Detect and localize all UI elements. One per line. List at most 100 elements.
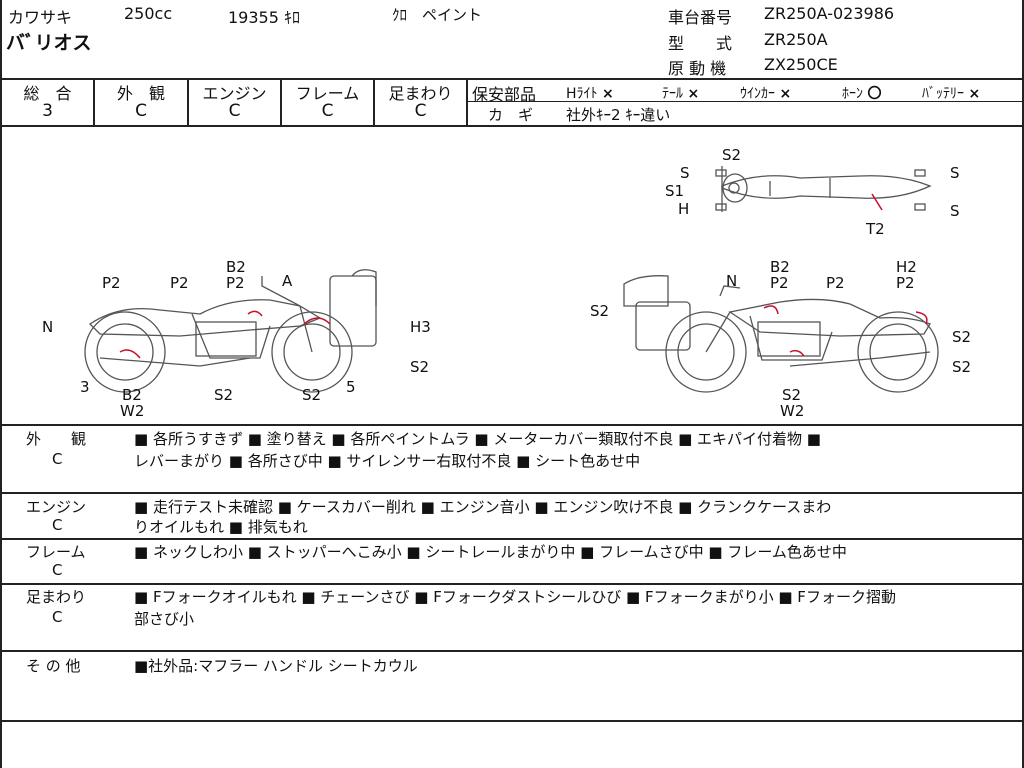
remark-grade-exterior: C xyxy=(52,450,63,468)
remark-line: ■ 各所うすきず ■ 塗り替え ■ 各所ペイントムラ ■ メーターカバー類取付不… xyxy=(134,430,821,448)
remark-label-exterior: 外 観 xyxy=(26,430,87,448)
type-label: 型 式 xyxy=(668,34,733,53)
tail-mark: × xyxy=(687,86,700,102)
suspension-grade-label: 足まわり xyxy=(388,84,453,103)
frame-grade-label: フレーム xyxy=(295,84,360,103)
engine-model-label: 原 動 機 xyxy=(668,59,727,78)
diagram-labels: S2 S S1 H S S T2 B2 P2 A P2 P2 N H3 S2 3… xyxy=(42,146,971,420)
diagram-label: P2 xyxy=(770,274,789,292)
key-value: 社外ｷｰ2 ｷｰ違い xyxy=(566,106,671,124)
diagram-label: H3 xyxy=(410,318,431,336)
battery-label: ﾊﾞｯﾃﾘｰ xyxy=(922,86,964,102)
exterior-label: 外 観 xyxy=(116,84,165,103)
divider xyxy=(1022,0,1024,768)
diagram-label: S xyxy=(680,164,690,182)
headlight-mark: × xyxy=(601,86,614,102)
remark-grade-engine: C xyxy=(52,516,63,534)
diagram-label: S xyxy=(950,164,960,182)
divider xyxy=(468,101,1024,102)
divider xyxy=(0,0,2,768)
remark-line: レバーまがり ■ 各所さび中 ■ サイレンサー右取付不良 ■ シート色あせ中 xyxy=(134,452,641,470)
horn-label: ﾎｰﾝ xyxy=(842,86,863,102)
right-side-bike-icon xyxy=(623,275,939,393)
color: ｸﾛ ペイント xyxy=(392,6,483,24)
diagram-label: W2 xyxy=(120,402,144,420)
diagram-label: A xyxy=(282,272,293,290)
overall-value: 3 xyxy=(42,101,53,121)
diagram-label: H2 xyxy=(896,258,917,276)
diagram-label: S2 xyxy=(952,328,971,346)
diagram-label: S2 xyxy=(302,386,321,404)
diagram-label: S2 xyxy=(782,386,801,404)
divider xyxy=(187,78,189,126)
diagram-label: P2 xyxy=(826,274,845,292)
divider xyxy=(0,492,1024,494)
safety-label: 保安部品 xyxy=(472,85,537,104)
mileage: 19355 ｷﾛ xyxy=(228,8,300,27)
winker-mark: × xyxy=(779,86,792,102)
type-value: ZR250A xyxy=(764,30,828,49)
maker: カワサキ xyxy=(8,8,73,27)
divider xyxy=(0,78,1024,80)
remark-label-suspension: 足まわり xyxy=(26,588,87,606)
divider xyxy=(466,78,468,126)
divider xyxy=(0,538,1024,540)
remark-grade-frame: C xyxy=(52,561,63,579)
diagram-label: P2 xyxy=(170,274,189,292)
battery-mark: × xyxy=(968,86,981,102)
damage-marks xyxy=(119,193,928,359)
remark-line: ■ 走行テスト未確認 ■ ケースカバー削れ ■ エンジン音小 ■ エンジン吹け不… xyxy=(134,498,832,516)
remark-line: ■ ネックしわ小 ■ ストッパーへこみ小 ■ シートレールまがり中 ■ フレーム… xyxy=(134,543,847,561)
remark-label-other: そ の 他 xyxy=(26,657,81,675)
model-name: バﾞリオス xyxy=(6,32,92,54)
diagram-label: S2 xyxy=(952,358,971,376)
frame-no: ZR250A-023986 xyxy=(764,4,895,23)
horn-mark: 〇 xyxy=(867,86,882,102)
divider xyxy=(0,583,1024,585)
frame-grade-value: C xyxy=(321,101,334,121)
damage-diagram: S2 S S1 H S S T2 B2 P2 A P2 P2 N H3 S2 3… xyxy=(42,146,971,420)
displacement: 250cc xyxy=(124,4,173,23)
divider xyxy=(93,78,95,126)
divider xyxy=(280,78,282,126)
divider xyxy=(0,125,1024,127)
remark-grade-suspension: C xyxy=(52,608,63,626)
headlight-label: Hﾗｲﾄ xyxy=(566,86,598,102)
suspension-grade-value: C xyxy=(414,101,427,121)
exterior-value: C xyxy=(135,101,147,121)
diagram-label: 5 xyxy=(346,378,356,396)
diagram-label: T2 xyxy=(865,220,885,238)
engine-grade-value: C xyxy=(228,101,241,121)
diagram-label: H xyxy=(678,200,689,218)
engine-model-value: ZX250CE xyxy=(764,55,838,74)
remark-line: ■社外品:マフラー ハンドル シートカウル xyxy=(134,657,418,675)
diagram-label: S2 xyxy=(590,302,609,320)
engine-grade-label: エンジン xyxy=(202,84,267,103)
winker-label: ｳｲﾝｶｰ xyxy=(740,86,775,102)
remark-line: 部さび小 xyxy=(134,610,195,628)
diagram-label: B2 xyxy=(226,258,246,276)
diagram-label: S2 xyxy=(410,358,429,376)
diagram-label: S2 xyxy=(722,146,741,164)
overall-label: 総 合 xyxy=(23,84,72,103)
remark-line: りオイルもれ ■ 排気もれ xyxy=(134,518,308,536)
remark-label-frame: フレーム xyxy=(26,543,86,561)
diagram-label: N xyxy=(42,318,53,336)
diagram-label: N xyxy=(726,272,737,290)
divider xyxy=(373,78,375,126)
divider xyxy=(0,650,1024,652)
tail-label: ﾃｰﾙ xyxy=(662,86,683,102)
diagram-label: S2 xyxy=(214,386,233,404)
diagram-label: B2 xyxy=(122,386,142,404)
diagram-label: P2 xyxy=(226,274,245,292)
divider xyxy=(0,424,1024,426)
diagram-label: P2 xyxy=(896,274,915,292)
diagram-label: B2 xyxy=(770,258,790,276)
diagram-label: 3 xyxy=(80,378,90,396)
diagram-label: S xyxy=(950,202,960,220)
remark-line: ■ Fフォークオイルもれ ■ チェーンさび ■ Fフォークダストシールひび ■ … xyxy=(134,588,896,606)
key-label: カ ギ xyxy=(488,106,534,124)
diagram-label: W2 xyxy=(780,402,804,420)
remark-label-engine: エンジン xyxy=(26,498,87,516)
